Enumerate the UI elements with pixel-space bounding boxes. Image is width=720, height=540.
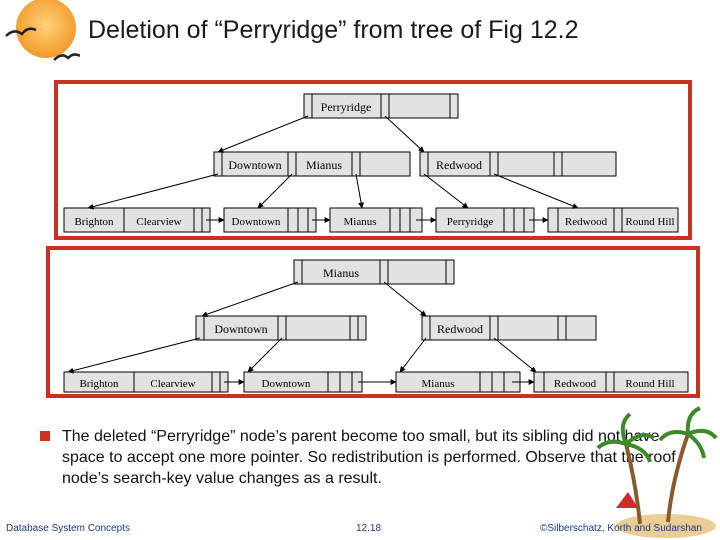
- internal-node-left: Downtown: [195, 315, 367, 341]
- leaf-key: Clearview: [150, 378, 195, 390]
- pointer-arrows: [67, 281, 537, 385]
- leaf-key: Redwood: [565, 216, 608, 228]
- leaf-key: Mianus: [344, 216, 377, 228]
- pointer-arrows: [87, 115, 579, 223]
- leaf-key: Round Hill: [625, 378, 674, 390]
- leaf-key: Downtown: [262, 378, 311, 390]
- leaf-key: Clearview: [136, 216, 181, 228]
- tree-after-diagram: Mianus Downtown Redwood Brighton C: [63, 259, 689, 393]
- leaf-key: Round Hill: [625, 216, 674, 228]
- bullet-point: The deleted “Perryridge” node’s parent b…: [40, 426, 680, 489]
- square-bullet-icon: [40, 431, 50, 441]
- tree-after-panel: Mianus Downtown Redwood Brighton C: [46, 246, 700, 398]
- leaf-key: Mianus: [422, 378, 455, 390]
- internal-left-key-1: Downtown: [228, 158, 281, 172]
- leaf-key: Redwood: [554, 378, 597, 390]
- footer-left: Database System Concepts: [6, 523, 130, 534]
- leaf-key: Brighton: [79, 378, 119, 390]
- leaf-key: Brighton: [74, 216, 114, 228]
- root-key: Mianus: [323, 266, 359, 280]
- leaf-node: Brighton Clearview: [63, 207, 211, 233]
- palm-island-icon: [596, 406, 718, 538]
- leaf-node: Redwood Round Hill: [533, 371, 689, 393]
- tree-before-diagram: Perryridge Downtown Mianus Redwood: [63, 93, 679, 233]
- leaf-node: Downtown: [223, 207, 317, 233]
- internal-node-right: Redwood: [421, 315, 597, 341]
- leaf-key: Perryridge: [447, 216, 494, 228]
- leaf-node: Brighton Clearview: [63, 371, 229, 393]
- leaf-node: Mianus: [395, 371, 521, 393]
- sun-with-birds-icon: [5, 0, 80, 61]
- internal-node-right: Redwood: [419, 151, 617, 177]
- bullet-text: The deleted “Perryridge” node’s parent b…: [62, 428, 676, 487]
- internal-left-key-2: Mianus: [306, 158, 342, 172]
- root-key: Perryridge: [321, 100, 372, 114]
- internal-node-left: Downtown Mianus: [213, 151, 411, 177]
- leaf-node: Redwood Round Hill: [547, 207, 679, 233]
- leaf-node: Perryridge: [435, 207, 535, 233]
- leaf-node: Downtown: [243, 371, 363, 393]
- internal-right-key-1: Redwood: [437, 322, 483, 336]
- root-node: Mianus: [293, 259, 455, 285]
- footer-page-number: 12.18: [356, 523, 382, 534]
- footer-copyright: ©Silberschatz, Korth and Sudarshan: [540, 523, 702, 534]
- tree-before-panel: Perryridge Downtown Mianus Redwood: [54, 80, 692, 240]
- internal-left-key-1: Downtown: [214, 322, 267, 336]
- internal-right-key-1: Redwood: [436, 158, 482, 172]
- root-node: Perryridge: [303, 93, 459, 119]
- leaf-node: Mianus: [329, 207, 423, 233]
- leaf-key: Downtown: [232, 216, 281, 228]
- slide-title: Deletion of “Perryridge” from tree of Fi…: [88, 16, 579, 44]
